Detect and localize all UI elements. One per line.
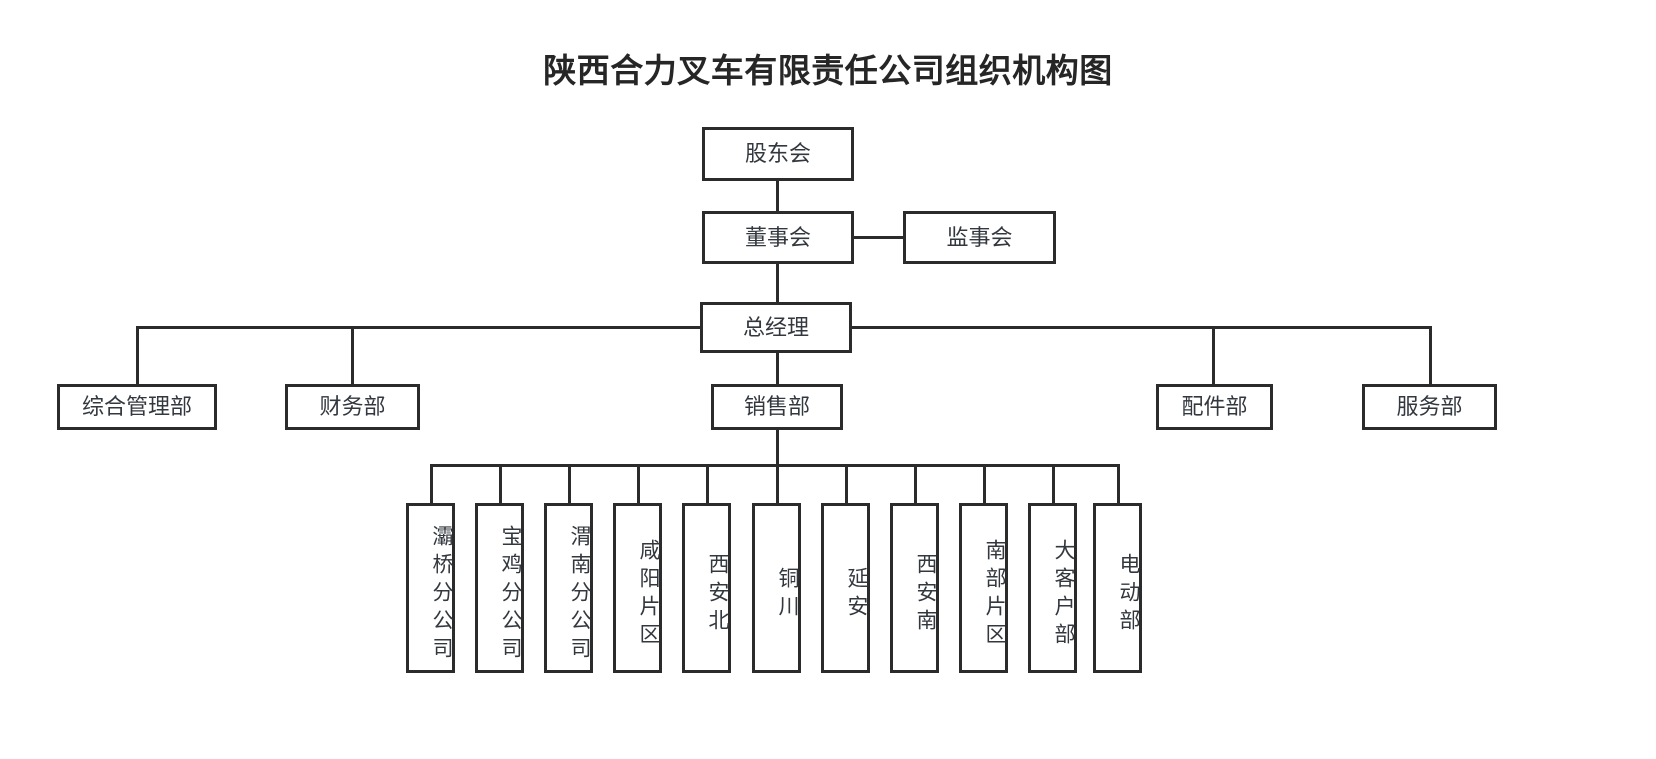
node-board-of-directors[interactable]: 董事会	[702, 211, 854, 264]
node-sales-unit-4[interactable]: 西安北	[682, 503, 731, 673]
node-sales-unit-5[interactable]: 铜川	[752, 503, 801, 673]
node-sales-unit-label: 渭南分公司	[568, 525, 592, 665]
node-department-parts[interactable]: 配件部	[1156, 384, 1273, 430]
node-sales-unit-7[interactable]: 西安南	[890, 503, 939, 673]
connector-drop-dept-3	[1212, 326, 1215, 385]
node-sales-unit-label: 铜川	[776, 567, 800, 623]
page-title: 陕西合力叉车有限责任公司组织机构图	[543, 52, 1113, 89]
node-sales-unit-label: 南部片区	[983, 539, 1007, 651]
connector-drop-unit-7	[914, 464, 917, 503]
node-board-of-supervisors[interactable]: 监事会	[903, 211, 1056, 264]
node-sales-unit-3[interactable]: 咸阳片区	[613, 503, 662, 673]
node-sales-unit-label: 宝鸡分公司	[499, 525, 523, 665]
node-sales-unit-8[interactable]: 南部片区	[959, 503, 1008, 673]
connector-drop-unit-1	[499, 464, 502, 503]
connector-sales-bus	[430, 464, 1117, 467]
connector-drop-dept-2	[776, 352, 779, 385]
node-department-finance[interactable]: 财务部	[285, 384, 420, 430]
node-sales-unit-label: 灞桥分公司	[430, 525, 454, 665]
node-department-general-management[interactable]: 综合管理部	[57, 384, 217, 430]
connector-drop-unit-4	[706, 464, 709, 503]
node-general-manager[interactable]: 总经理	[700, 302, 852, 353]
connector-drop-unit-0	[430, 464, 433, 503]
connector-board-supervisors	[853, 236, 904, 239]
connector-drop-dept-1	[351, 326, 354, 385]
node-sales-unit-label: 西安南	[914, 553, 938, 637]
node-sales-unit-label: 咸阳片区	[637, 539, 661, 651]
node-sales-unit-label: 延安	[845, 567, 869, 623]
node-sales-unit-label: 电动部	[1117, 553, 1141, 637]
connector-drop-unit-2	[568, 464, 571, 503]
node-sales-unit-6[interactable]: 延安	[821, 503, 870, 673]
connector-sales-stem	[776, 429, 779, 465]
node-sales-unit-label: 大客户部	[1052, 539, 1076, 651]
node-sales-unit-0[interactable]: 灞桥分公司	[406, 503, 455, 673]
node-department-sales[interactable]: 销售部	[711, 384, 843, 430]
connector-drop-unit-8	[983, 464, 986, 503]
node-sales-unit-10[interactable]: 电动部	[1093, 503, 1142, 673]
connector-drop-unit-10	[1117, 464, 1120, 503]
node-sales-unit-9[interactable]: 大客户部	[1028, 503, 1077, 673]
connector-drop-unit-6	[845, 464, 848, 503]
connector-drop-unit-3	[637, 464, 640, 503]
connector-drop-unit-5	[776, 464, 779, 503]
connector-drop-unit-9	[1052, 464, 1055, 503]
node-sales-unit-2[interactable]: 渭南分公司	[544, 503, 593, 673]
connector-shareholders-board	[776, 180, 779, 212]
node-department-service[interactable]: 服务部	[1362, 384, 1497, 430]
node-shareholders[interactable]: 股东会	[702, 127, 854, 181]
node-sales-unit-label: 西安北	[706, 553, 730, 637]
connector-board-gm	[776, 263, 779, 303]
node-sales-unit-1[interactable]: 宝鸡分公司	[475, 503, 524, 673]
connector-drop-dept-0	[136, 326, 139, 385]
connector-drop-dept-4	[1429, 326, 1432, 385]
